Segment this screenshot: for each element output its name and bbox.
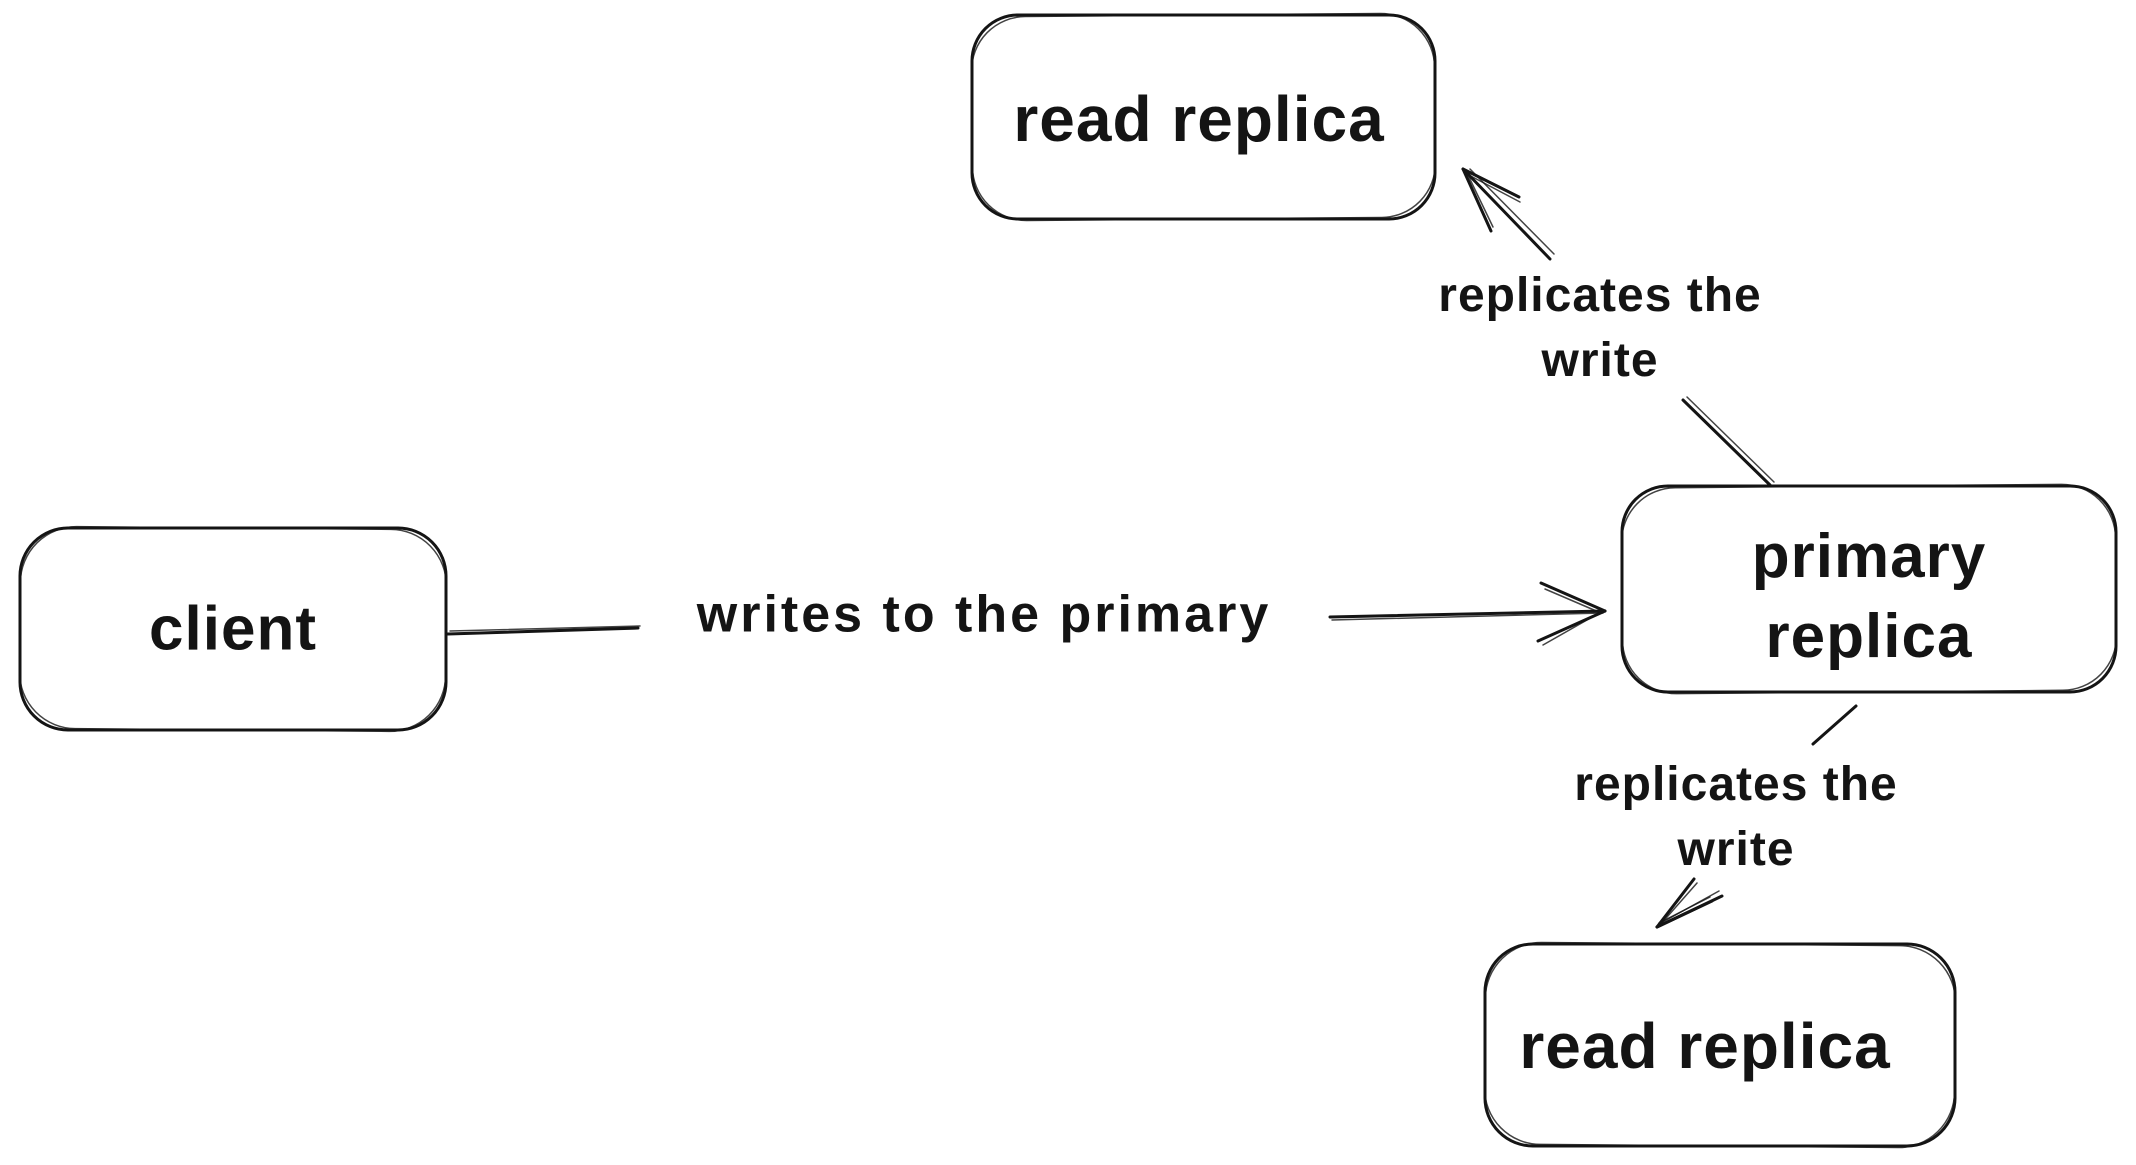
node-box-read-replica-bottom (1483, 941, 1957, 1149)
arrow-primary-to-read-replica-bottom (1655, 704, 1858, 929)
edge-label-replicates-the-write-top-line2: write (1541, 334, 1659, 387)
edge-label-replicates-the-write-bottom-line1: replicates the (1574, 758, 1898, 811)
node-label-primary-replica-line2: replica (1765, 602, 1973, 671)
node-box-primary-replica (1620, 483, 2118, 695)
node-label-client: client (149, 594, 317, 664)
edge-label-replicates-the-write-top: replicates the write (1438, 263, 1761, 393)
node-label-primary-replica-line1: primary (1751, 522, 1987, 591)
node-label-read-replica-bottom: read replica (1519, 1010, 1891, 1082)
arrow-primary-to-read-replica-top (1461, 167, 1775, 487)
edge-label-replicates-the-write-bottom-line2: write (1677, 823, 1795, 876)
node-label-primary-replica: primary replica (1752, 517, 1986, 677)
edge-label-replicates-the-write-bottom: replicates the write (1574, 752, 1897, 882)
arrow-client-to-primary (446, 581, 1607, 646)
edge-label-writes-to-the-primary: writes to the primary (696, 585, 1272, 644)
node-box-read-replica-top (970, 12, 1437, 222)
node-label-read-replica-top: read replica (1013, 83, 1385, 155)
edge-label-replicates-the-write-top-line1: replicates the (1438, 269, 1762, 322)
node-box-client (18, 525, 448, 733)
